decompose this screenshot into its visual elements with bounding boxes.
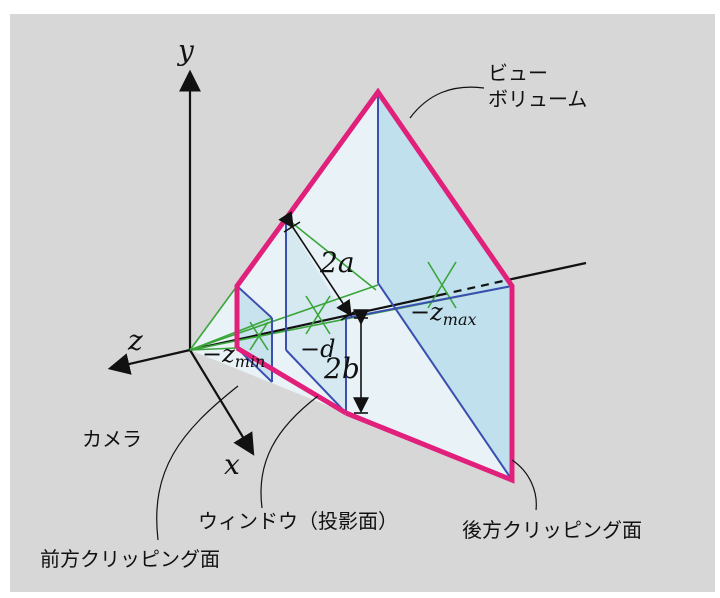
label-camera: カメラ — [82, 427, 142, 451]
dimension-2a — [278, 210, 352, 317]
x-axis — [189, 349, 255, 456]
plane-edges — [236, 92, 513, 481]
label-back-clipping: 後方クリッピング面 — [462, 518, 642, 542]
leader-back-clipping — [511, 459, 537, 511]
view-volume-outline — [234, 87, 515, 484]
negative-z-axis-outside — [511, 261, 587, 281]
label-neg-z-min: −zmin — [202, 340, 265, 371]
label-2a: 2a — [319, 246, 355, 279]
leader-front-clipping — [156, 385, 239, 541]
label-front-clipping: 前方クリッピング面 — [40, 547, 220, 571]
leader-window — [260, 395, 319, 509]
z-axis — [107, 348, 191, 375]
negative-z-axis-hidden — [439, 277, 513, 297]
back-clipping-plane-face — [378, 92, 512, 480]
view-volume-bottom-edge — [235, 345, 348, 416]
negative-z-axis — [189, 293, 441, 352]
z-axis-label: z — [127, 324, 143, 357]
x-axis-label: x — [224, 448, 240, 481]
label-neg-z-max: −zmax — [410, 298, 477, 329]
dimension-2a-tick-top — [283, 221, 301, 233]
y-axis-label: y — [176, 34, 195, 67]
leader-view-volume — [409, 86, 485, 119]
label-view-volume-line1: ビュー — [488, 61, 548, 85]
label-neg-d: −d — [300, 335, 335, 363]
label-2b: 2b — [323, 352, 360, 385]
label-window: ウィンドウ（投影面） — [198, 509, 398, 533]
label-view-volume-line2: ボリューム — [488, 87, 587, 111]
